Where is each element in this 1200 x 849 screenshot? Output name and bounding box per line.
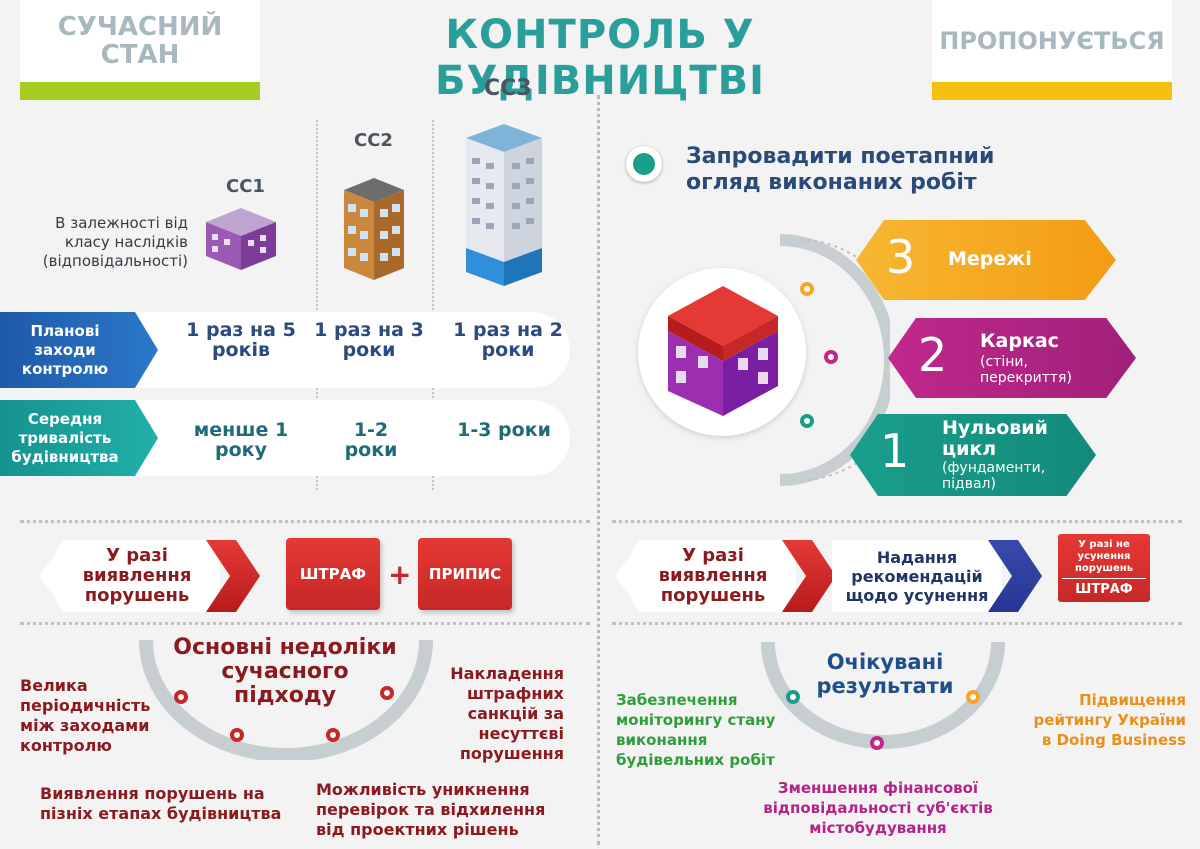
fine-small-badge: У разі не усунення порушень ШТРАФ [1058,534,1150,602]
result-2: Зменшення фінансової відповідальності су… [763,779,993,837]
stage-2-sub: (стіни, перекриття) [980,354,1072,386]
stage-3: 3 Мережі [856,220,1116,300]
planned-cc3: 1 раз на 2 роки [453,319,563,361]
cc1-label: СС1 [226,176,265,197]
left-divider-1 [20,520,590,523]
right-divider-2 [612,622,1182,625]
recommend-text: Надання рекомендацій щодо усунення [845,547,989,605]
result-dot-1 [786,690,800,704]
current-state-ribbon: СУЧАСНИЙ СТАН [20,0,260,100]
house-icon [668,286,778,416]
proposed-ribbon: ПРОПОНУЄТЬСЯ [932,0,1172,100]
planned-cc1: 1 раз на 5 років [186,319,296,361]
duration-row-text: Середня тривалість будівництва [11,409,119,466]
plus-sign: + [388,558,412,591]
stage-1: 1 Нульовий цикл (фундаменти, підвал) [850,414,1096,496]
stage-2-num: 2 [918,328,948,382]
page-title: КОНТРОЛЬ У БУДІВНИЦТВІ [434,12,766,104]
duration-cc1: менше 1 року [193,419,289,461]
column-divider-2 [432,120,434,490]
cc3-label: СС3 [484,76,532,101]
left-arc [139,639,433,760]
fine-small-label: ШТРАФ [1075,582,1133,597]
left-dot-4 [380,686,394,700]
order-badge: ПРИПИС [418,538,512,610]
right-arc [779,234,890,486]
planned-cc2: 1 раз на 3 роки [314,319,424,361]
drawback-1: Велика періодичність між заходами контро… [20,676,151,755]
stage-3-num: 3 [886,230,916,284]
result-dot-2 [870,736,884,750]
left-dot-2 [230,728,244,742]
right-bottom-title: Очікувані результати [816,650,954,698]
stage-3-title: Мережі [948,248,1032,270]
drawback-3: Можливість уникнення перевірок та відхил… [316,780,546,839]
left-violation-label: У разі виявлення порушень [40,540,220,612]
right-top-title: Запровадити поетапний огляд виконаних ро… [686,144,995,195]
stage-2: 2 Каркас (стіни, перекриття) [888,318,1136,398]
right-violation-text: У разі виявлення порушень [658,545,768,606]
stage-2-title: Каркас [980,330,1059,352]
right-violation-label: У разі виявлення порушень [616,540,796,612]
proposed-label: ПРОПОНУЄТЬСЯ [939,27,1165,55]
cc2-building-icon [344,178,404,280]
duration-row-label: Середня тривалість будівництва [0,400,158,476]
cc3-building-icon [466,124,542,286]
duration-cc2: 1-2 роки [344,419,398,461]
stage-1-title: Нульовий цикл [942,417,1048,460]
result-dot-3 [966,690,980,704]
stage-1-sub: (фундаменти, підвал) [942,460,1046,492]
left-violation-text: У разі виявлення порушень [82,545,192,606]
fine-small-top: У разі не усунення порушень [1062,539,1146,579]
stage-dot-1 [800,414,814,428]
left-divider-2 [20,622,590,625]
column-divider-1 [316,120,318,490]
result-3: Підвищення рейтингу України в Doing Busi… [1033,691,1186,749]
recommend-box: Надання рекомендацій щодо усунення [832,540,1002,612]
current-state-label: СУЧАСНИЙ СТАН [57,12,223,70]
fine-badge: ШТРАФ [286,538,380,610]
bullet-icon [626,146,662,182]
cc1-building-icon [206,208,276,270]
stage-1-num: 1 [880,424,910,478]
duration-cc3: 1-3 роки [457,419,551,441]
left-dot-3 [326,728,340,742]
result-1: Забезпечення моніторингу стану виконання… [616,691,776,769]
drawback-4: Накладення штрафних санкцій за несуттєві… [450,664,564,763]
stage-dot-2 [824,350,838,364]
drawback-2: Виявлення порушень на пізніх етапах буді… [40,784,282,823]
left-dot-1 [174,690,188,704]
stage-dot-3 [800,282,814,296]
cc2-label: СС2 [354,130,393,151]
center-divider [597,95,600,845]
right-divider-1 [612,520,1182,523]
left-bottom-title: Основні недоліки сучасного підходу [173,635,397,708]
dependency-text: В залежності від класу наслідків (відпов… [42,214,188,270]
planned-row-text: Планові заходи контролю [21,321,109,378]
planned-row-label: Планові заходи контролю [0,312,158,388]
